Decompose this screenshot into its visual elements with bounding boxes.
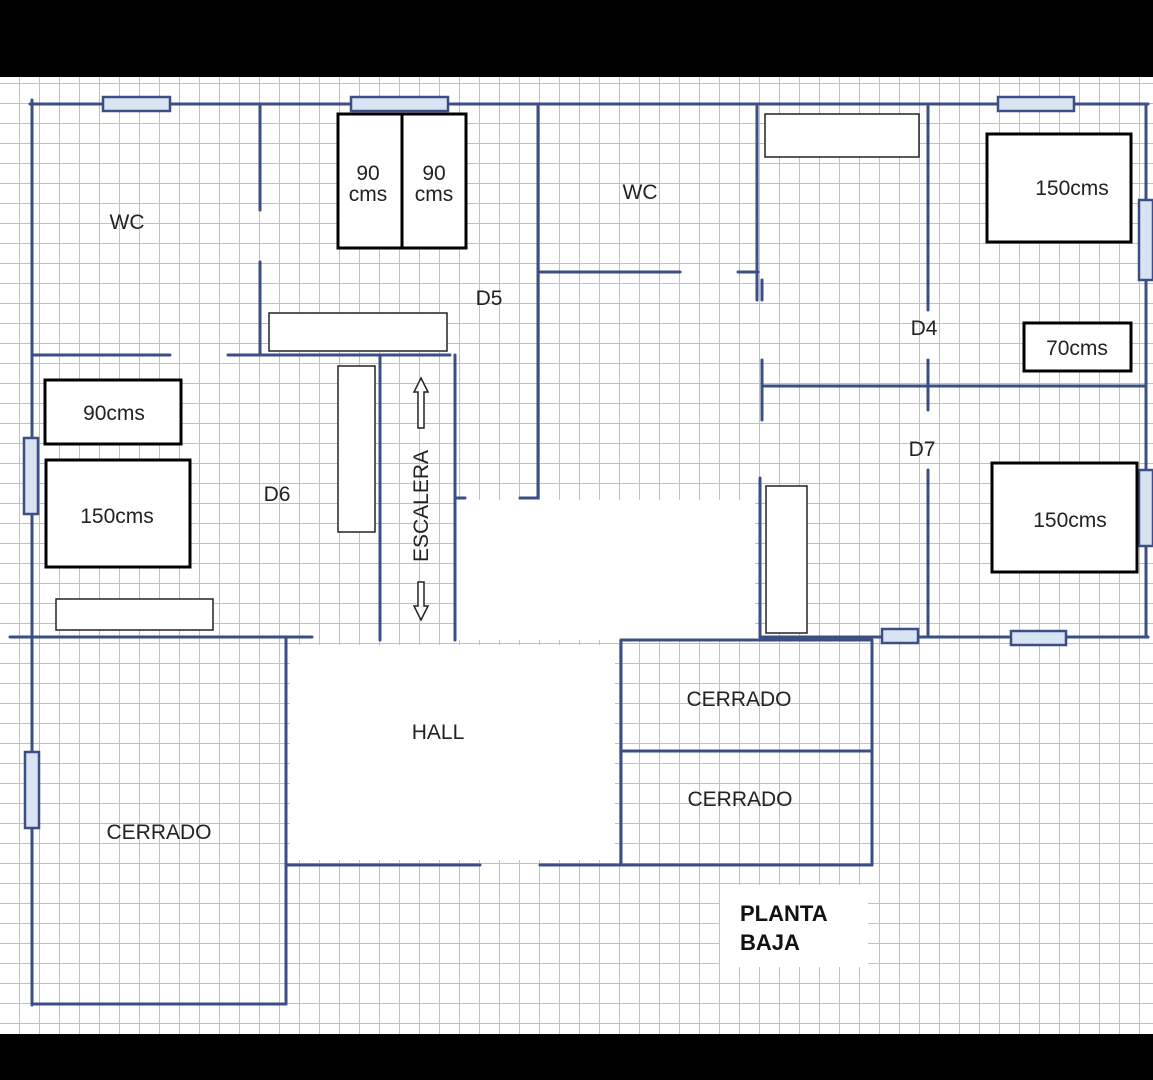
bed-label-d6-double: 150cms (80, 505, 154, 528)
bed-d4-single (1022, 321, 1133, 373)
bed-label-d6-single: 90cms (83, 402, 145, 425)
wardrobe-d6 (55, 598, 214, 631)
bed-d4-double (985, 132, 1133, 244)
paper-highlights (290, 500, 868, 967)
wardrobe-d4 (764, 113, 920, 158)
room-label-cerrado-top: CERRADO (686, 688, 791, 711)
bed-label-d7-double: 150cms (1033, 509, 1107, 532)
bed-label-d4-double: 150cms (1035, 177, 1109, 200)
furniture-thin (55, 113, 920, 634)
window-d5 (349, 95, 450, 113)
bed-label-d5-right-unit: cms (415, 183, 454, 206)
room-label-wc-mid: WC (623, 181, 658, 204)
room-label-d4: D4 (911, 317, 938, 340)
room-label-wc-left: WC (110, 211, 145, 234)
window-d4-side (1137, 198, 1153, 282)
bed-label-d5-right-value: 90 (422, 162, 445, 185)
window-wc-left (101, 95, 172, 113)
walls (8, 98, 1150, 1007)
window-d4 (996, 95, 1076, 113)
stair-label: ESCALERA (410, 450, 433, 562)
room-label-cerrado-left: CERRADO (106, 821, 211, 844)
bed-label-d5-left-value: 90 (356, 162, 379, 185)
window-d7-bottom-b (1009, 629, 1068, 647)
room-label-d6: D6 (264, 483, 291, 506)
window-d7-bottom-a (880, 627, 920, 645)
arrow-up-icon (412, 376, 430, 429)
arrow-down-icon (412, 581, 430, 622)
room-label-d5: D5 (476, 287, 503, 310)
bed-d6-double (44, 458, 192, 569)
plan-title-line1: PLANTA (740, 901, 828, 926)
windows (22, 95, 1153, 830)
bed-d5-right (400, 112, 468, 250)
room-label-cerrado-bottom: CERRADO (687, 788, 792, 811)
window-cerrado-left (23, 750, 41, 830)
plan-title-line2: BAJA (740, 930, 800, 955)
bed-d6-single (43, 378, 183, 446)
bed-d7-double (990, 461, 1139, 574)
wardrobe-d6-side (337, 365, 376, 533)
window-d7-side (1137, 468, 1153, 548)
wardrobe-d7 (765, 485, 808, 634)
room-label-hall: HALL (412, 721, 465, 744)
bed-label-d5-left-unit: cms (349, 183, 388, 206)
stair-arrows (412, 376, 430, 622)
window-d6 (22, 436, 40, 516)
bed-label-d4-single: 70cms (1046, 337, 1108, 360)
room-label-d7: D7 (909, 438, 936, 461)
beds (43, 112, 1139, 574)
wardrobe-d5 (268, 312, 448, 352)
